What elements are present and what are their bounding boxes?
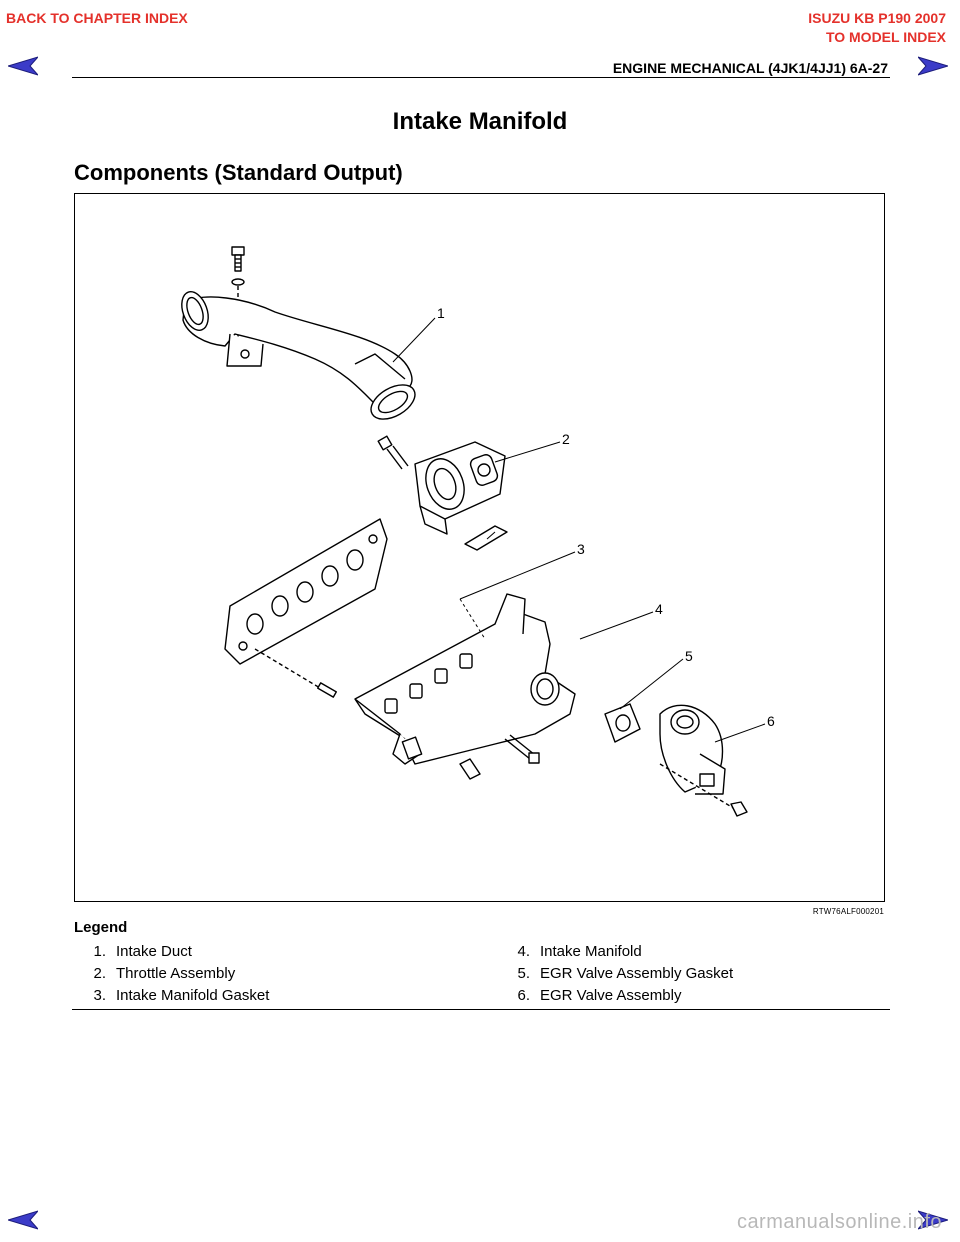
egr-valve-gasket-part xyxy=(604,703,641,743)
duct-bolt-icon xyxy=(231,246,245,286)
subsection-title: Components (Standard Output) xyxy=(74,160,403,185)
callout-3: 3 xyxy=(577,541,585,557)
legend-item: 5.EGR Valve Assembly Gasket xyxy=(517,965,734,982)
egr-nut-icon xyxy=(730,801,748,817)
callout-5: 5 xyxy=(685,648,693,664)
manifold-bolt-icon xyxy=(459,734,540,780)
throttle-bolt-icon xyxy=(377,435,409,470)
callout-2: 2 xyxy=(562,431,570,447)
legend-heading: Legend xyxy=(74,919,128,936)
legend-item: 2.Throttle Assembly xyxy=(93,965,236,982)
legend-item: 3.Intake Manifold Gasket xyxy=(93,987,270,1004)
next-page-arrow-icon[interactable] xyxy=(916,56,950,81)
intake-manifold-exploded-diagram: 1 2 3 4 5 6 xyxy=(181,246,775,817)
watermark: carmanualsonline.info xyxy=(736,1211,942,1233)
throttle-gasket-part xyxy=(464,525,508,551)
callout-6: 6 xyxy=(767,713,775,729)
callout-4: 4 xyxy=(655,601,663,617)
next-page-arrow-icon[interactable] xyxy=(916,1210,950,1235)
egr-valve-assembly-part xyxy=(659,704,726,795)
throttle-assembly-part xyxy=(414,441,506,535)
header-rule xyxy=(72,77,890,78)
legend-item: 4.Intake Manifold xyxy=(517,943,642,960)
figure-id: RTW76ALF000201 xyxy=(812,907,884,916)
section-title: Intake Manifold xyxy=(392,108,568,135)
back-to-chapter-index-link[interactable]: BACK TO CHAPTER INDEX xyxy=(6,10,188,26)
legend-item: 6.EGR Valve Assembly xyxy=(517,987,682,1004)
prev-page-arrow-icon[interactable] xyxy=(6,1210,40,1235)
to-model-index-link[interactable]: TO MODEL INDEX xyxy=(825,29,946,45)
legend-bottom-rule xyxy=(72,1009,890,1010)
page-header: ENGINE MECHANICAL (4JK1/4JJ1) 6A-27 xyxy=(612,60,888,76)
legend-item: 1.Intake Duct xyxy=(93,943,192,960)
prev-page-arrow-icon[interactable] xyxy=(6,56,40,81)
exploded-view-figure: 1 2 3 4 5 6 xyxy=(74,193,885,902)
callout-1: 1 xyxy=(437,305,445,321)
model-title-link[interactable]: ISUZU KB P190 2007 xyxy=(808,10,946,26)
intake-manifold-gasket-part xyxy=(224,518,388,665)
intake-manifold-part xyxy=(354,593,576,765)
intake-duct-part xyxy=(181,291,416,420)
